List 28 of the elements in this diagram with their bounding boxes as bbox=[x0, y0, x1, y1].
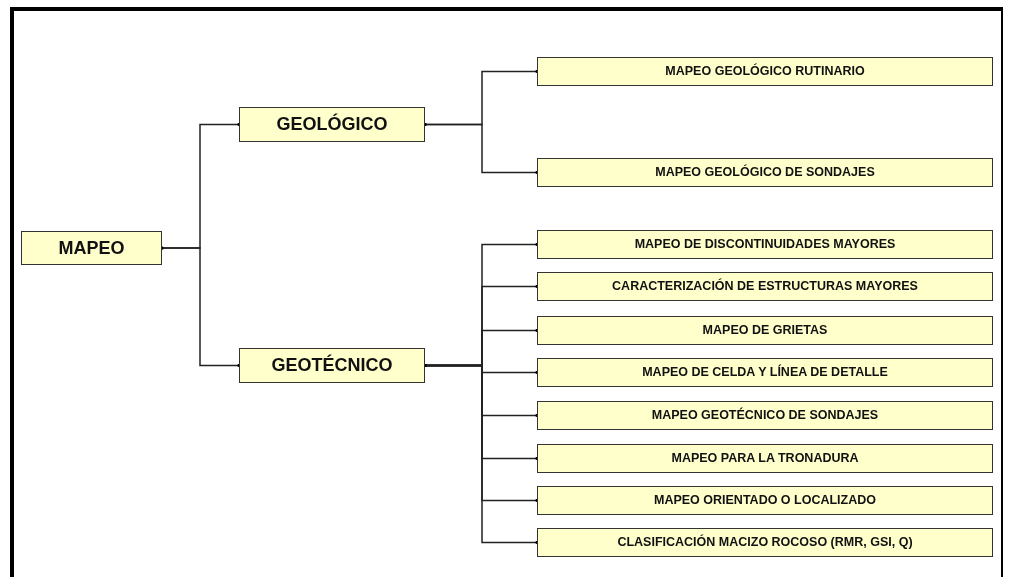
box-label: CARACTERIZACIÓN DE ESTRUCTURAS MAYORES bbox=[612, 278, 918, 295]
process-box bbox=[537, 272, 993, 301]
process-box bbox=[537, 158, 993, 187]
box-label: MAPEO DE CELDA Y LÍNEA DE DETALLE bbox=[642, 364, 888, 381]
process-box bbox=[537, 401, 993, 430]
box-label: MAPEO GEOTÉCNICO DE SONDAJES bbox=[651, 407, 879, 424]
process-box bbox=[537, 316, 993, 345]
process-box bbox=[537, 486, 993, 515]
connector-line bbox=[423, 122, 539, 175]
box-label: MAPEO DE GRIETAS bbox=[702, 322, 828, 339]
box-label: GEOLÓGICO bbox=[276, 113, 388, 136]
box-label: MAPEO ORIENTADO O LOCALIZADO bbox=[654, 492, 876, 509]
process-box bbox=[239, 348, 425, 383]
process-box bbox=[537, 57, 993, 86]
box-label: MAPEO DE DISCONTINUIDADES MAYORES bbox=[634, 236, 896, 253]
box-label: CLASIFICACIÓN MACIZO ROCOSO (RMR, GSI, Q) bbox=[617, 534, 913, 551]
process-box bbox=[537, 230, 993, 259]
connector-line bbox=[160, 246, 241, 368]
process-box bbox=[537, 358, 993, 387]
box-label: MAPEO PARA LA TRONADURA bbox=[671, 450, 859, 467]
process-box bbox=[21, 231, 162, 265]
process-box bbox=[537, 528, 993, 557]
process-box bbox=[537, 444, 993, 473]
box-label: MAPEO GEOLÓGICO RUTINARIO bbox=[665, 63, 865, 80]
box-label: MAPEO bbox=[58, 236, 125, 260]
process-box bbox=[239, 107, 425, 142]
box-label: GEOTÉCNICO bbox=[271, 354, 393, 377]
box-label: MAPEO GEOLÓGICO DE SONDAJES bbox=[655, 164, 875, 181]
